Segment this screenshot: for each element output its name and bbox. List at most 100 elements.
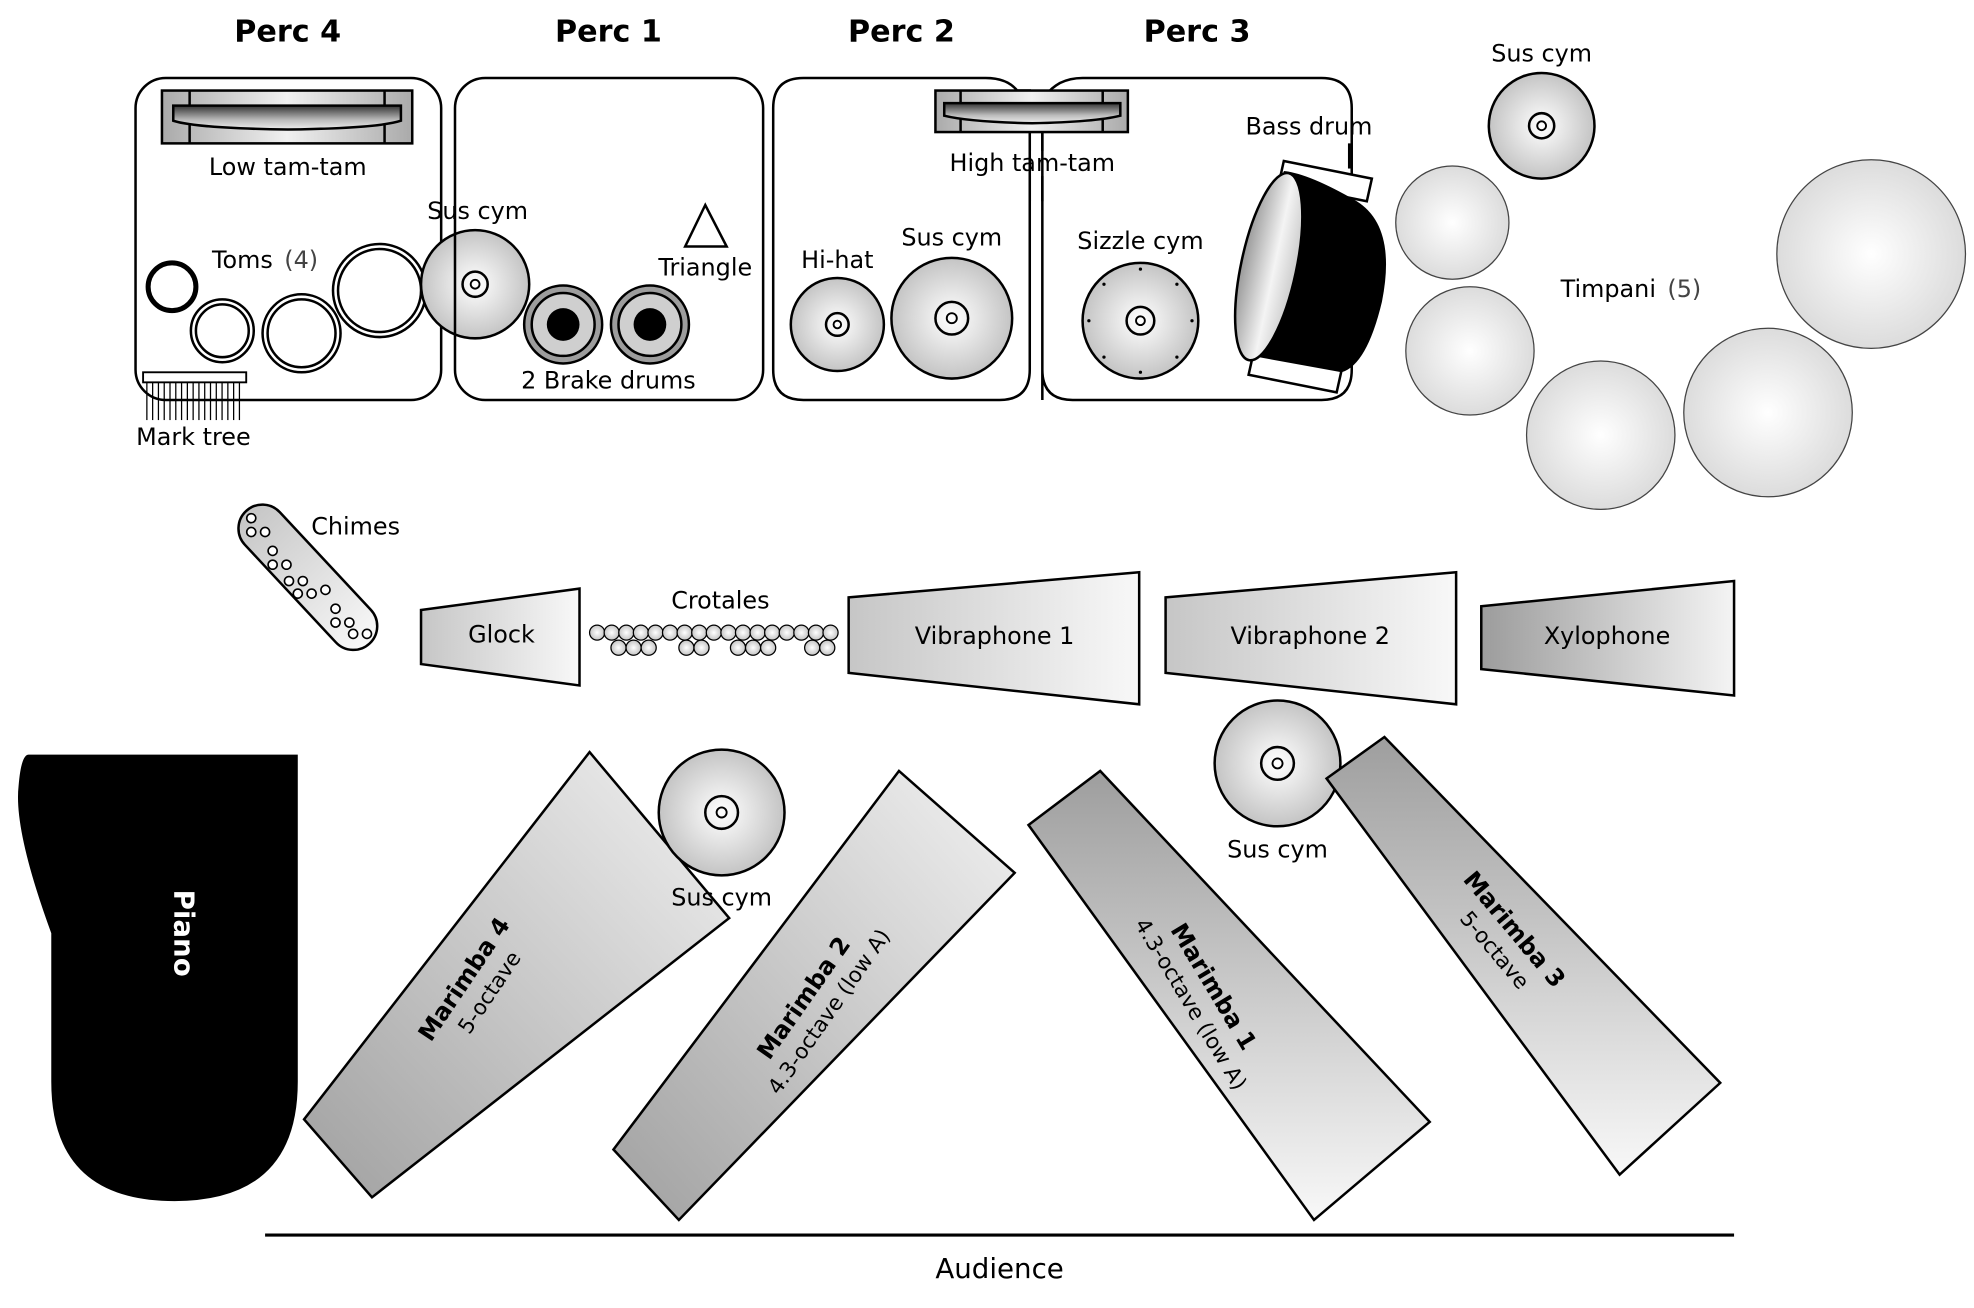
tom-4 — [331, 242, 428, 339]
chime-tube — [330, 617, 341, 628]
sizzle-rivet — [1138, 267, 1143, 271]
crotale-disc — [744, 639, 762, 656]
sizzle-rivet — [1175, 282, 1179, 286]
chime-tube — [347, 628, 359, 640]
glock — [419, 587, 581, 687]
crotale-disc — [632, 624, 650, 641]
chime-tube — [245, 526, 257, 538]
chime-tube — [344, 617, 355, 628]
crotale-disc — [819, 639, 836, 656]
timpano-3 — [1525, 360, 1676, 510]
sizzle-rivet — [1102, 355, 1106, 359]
marimba-1 — [1026, 769, 1432, 1222]
marimba-3 — [1324, 735, 1723, 1177]
hihat-label: Hi-hat — [801, 246, 873, 274]
brake-drums-label: 2 Brake drums — [521, 367, 696, 395]
crotale-disc — [734, 624, 752, 641]
sizzle-rivet — [1138, 370, 1143, 374]
piano-label: Piano — [168, 890, 201, 977]
timpani-label: Timpani (5) — [1560, 275, 1702, 303]
triangle-icon — [683, 202, 729, 248]
crotale-disc — [729, 639, 747, 656]
tom-1 — [145, 260, 199, 314]
sus-cym-perc4-label: Sus cym — [427, 197, 528, 225]
crotale-disc — [625, 639, 642, 656]
sizzle-rivet — [1190, 319, 1194, 323]
tom-3 — [261, 293, 342, 374]
brake-drum-1 — [522, 284, 604, 365]
crotale-disc — [749, 624, 766, 641]
timpani — [1395, 159, 1967, 510]
section-title-perc4: Perc 4 — [234, 15, 341, 50]
tom-2 — [189, 298, 256, 364]
timpano-4 — [1683, 327, 1853, 498]
chimes — [237, 503, 379, 652]
vibraphone-2-label: Vibraphone 2 — [1230, 622, 1390, 650]
section-title-perc2: Perc 2 — [848, 15, 955, 50]
chime-tube — [281, 559, 292, 571]
marimba-2 — [611, 769, 1017, 1222]
glock-label: Glock — [468, 621, 535, 649]
sus-cym-mar3 — [1213, 699, 1342, 828]
xylophone — [1480, 579, 1736, 697]
crotale-disc — [764, 624, 781, 641]
perc4-area: Low tam-tam Toms (4) Mark tree — [134, 76, 443, 451]
sizzle-rivet — [1102, 282, 1106, 286]
audience-label: Audience — [935, 1252, 1063, 1285]
crotale-disc — [793, 624, 810, 641]
chime-tube — [320, 584, 331, 596]
sus-cym-perc2-label: Sus cym — [901, 223, 1002, 251]
piano — [17, 754, 298, 1202]
crotale-disc — [807, 624, 825, 641]
chime-tube — [245, 512, 257, 524]
sus-cym-perc2 — [890, 256, 1014, 380]
section-title-perc1: Perc 1 — [555, 15, 662, 50]
brake-drum-2 — [609, 284, 691, 365]
crotale-disc — [661, 624, 679, 641]
perc4-box — [134, 76, 443, 402]
sizzle-cym — [1081, 261, 1200, 380]
high-tamtam — [934, 89, 1130, 202]
crotale-disc — [588, 624, 606, 641]
chime-tube — [292, 588, 304, 599]
crotale-disc — [640, 639, 657, 656]
chime-tube — [330, 603, 341, 615]
perc1-area: Triangle 2 Brake drums — [453, 76, 765, 402]
high-tamtam-label: High tam-tam — [949, 149, 1115, 177]
crotale-disc — [691, 624, 708, 641]
chime-tube — [283, 575, 295, 587]
crotale-disc — [822, 624, 839, 641]
chimes-label: Chimes — [311, 513, 400, 541]
crotale-disc — [618, 624, 635, 641]
vibraphone-2 — [1164, 570, 1458, 706]
crotale-disc — [705, 624, 723, 641]
crotale-disc — [720, 624, 737, 641]
perc2-box — [771, 76, 1032, 402]
bass-drum-label: Bass drum — [1246, 113, 1373, 141]
chime-tube — [361, 628, 373, 640]
crotale-disc — [647, 624, 664, 641]
xylophone-label: Xylophone — [1544, 622, 1670, 650]
chime-tube — [259, 526, 271, 538]
mark-tree-label: Mark tree — [136, 423, 251, 451]
triangle-label: Triangle — [657, 253, 752, 281]
toms-label-text: Toms — [211, 246, 273, 274]
crotales — [588, 624, 839, 656]
timpano-1 — [1395, 165, 1510, 280]
sus-cym-timp-label: Sus cym — [1491, 40, 1592, 68]
crotales-label: Crotales — [671, 587, 769, 615]
mark-tree — [142, 371, 248, 421]
hihat — [789, 276, 886, 373]
perc3-area: Sizzle cym Bass drum — [1041, 76, 1387, 402]
timpani-count: (5) — [1667, 275, 1701, 303]
low-tamtam-label: Low tam-tam — [209, 153, 367, 181]
timpano-2 — [1405, 286, 1535, 416]
vibraphone-1 — [847, 570, 1141, 706]
perc2-area: Hi-hat Sus cym — [771, 76, 1032, 402]
sus-cym-mar3-label: Sus cym — [1227, 836, 1328, 864]
chime-tube — [306, 588, 317, 599]
perc3-box — [1041, 76, 1353, 402]
sus-cym-timp — [1487, 71, 1596, 180]
crotale-disc — [603, 624, 620, 641]
